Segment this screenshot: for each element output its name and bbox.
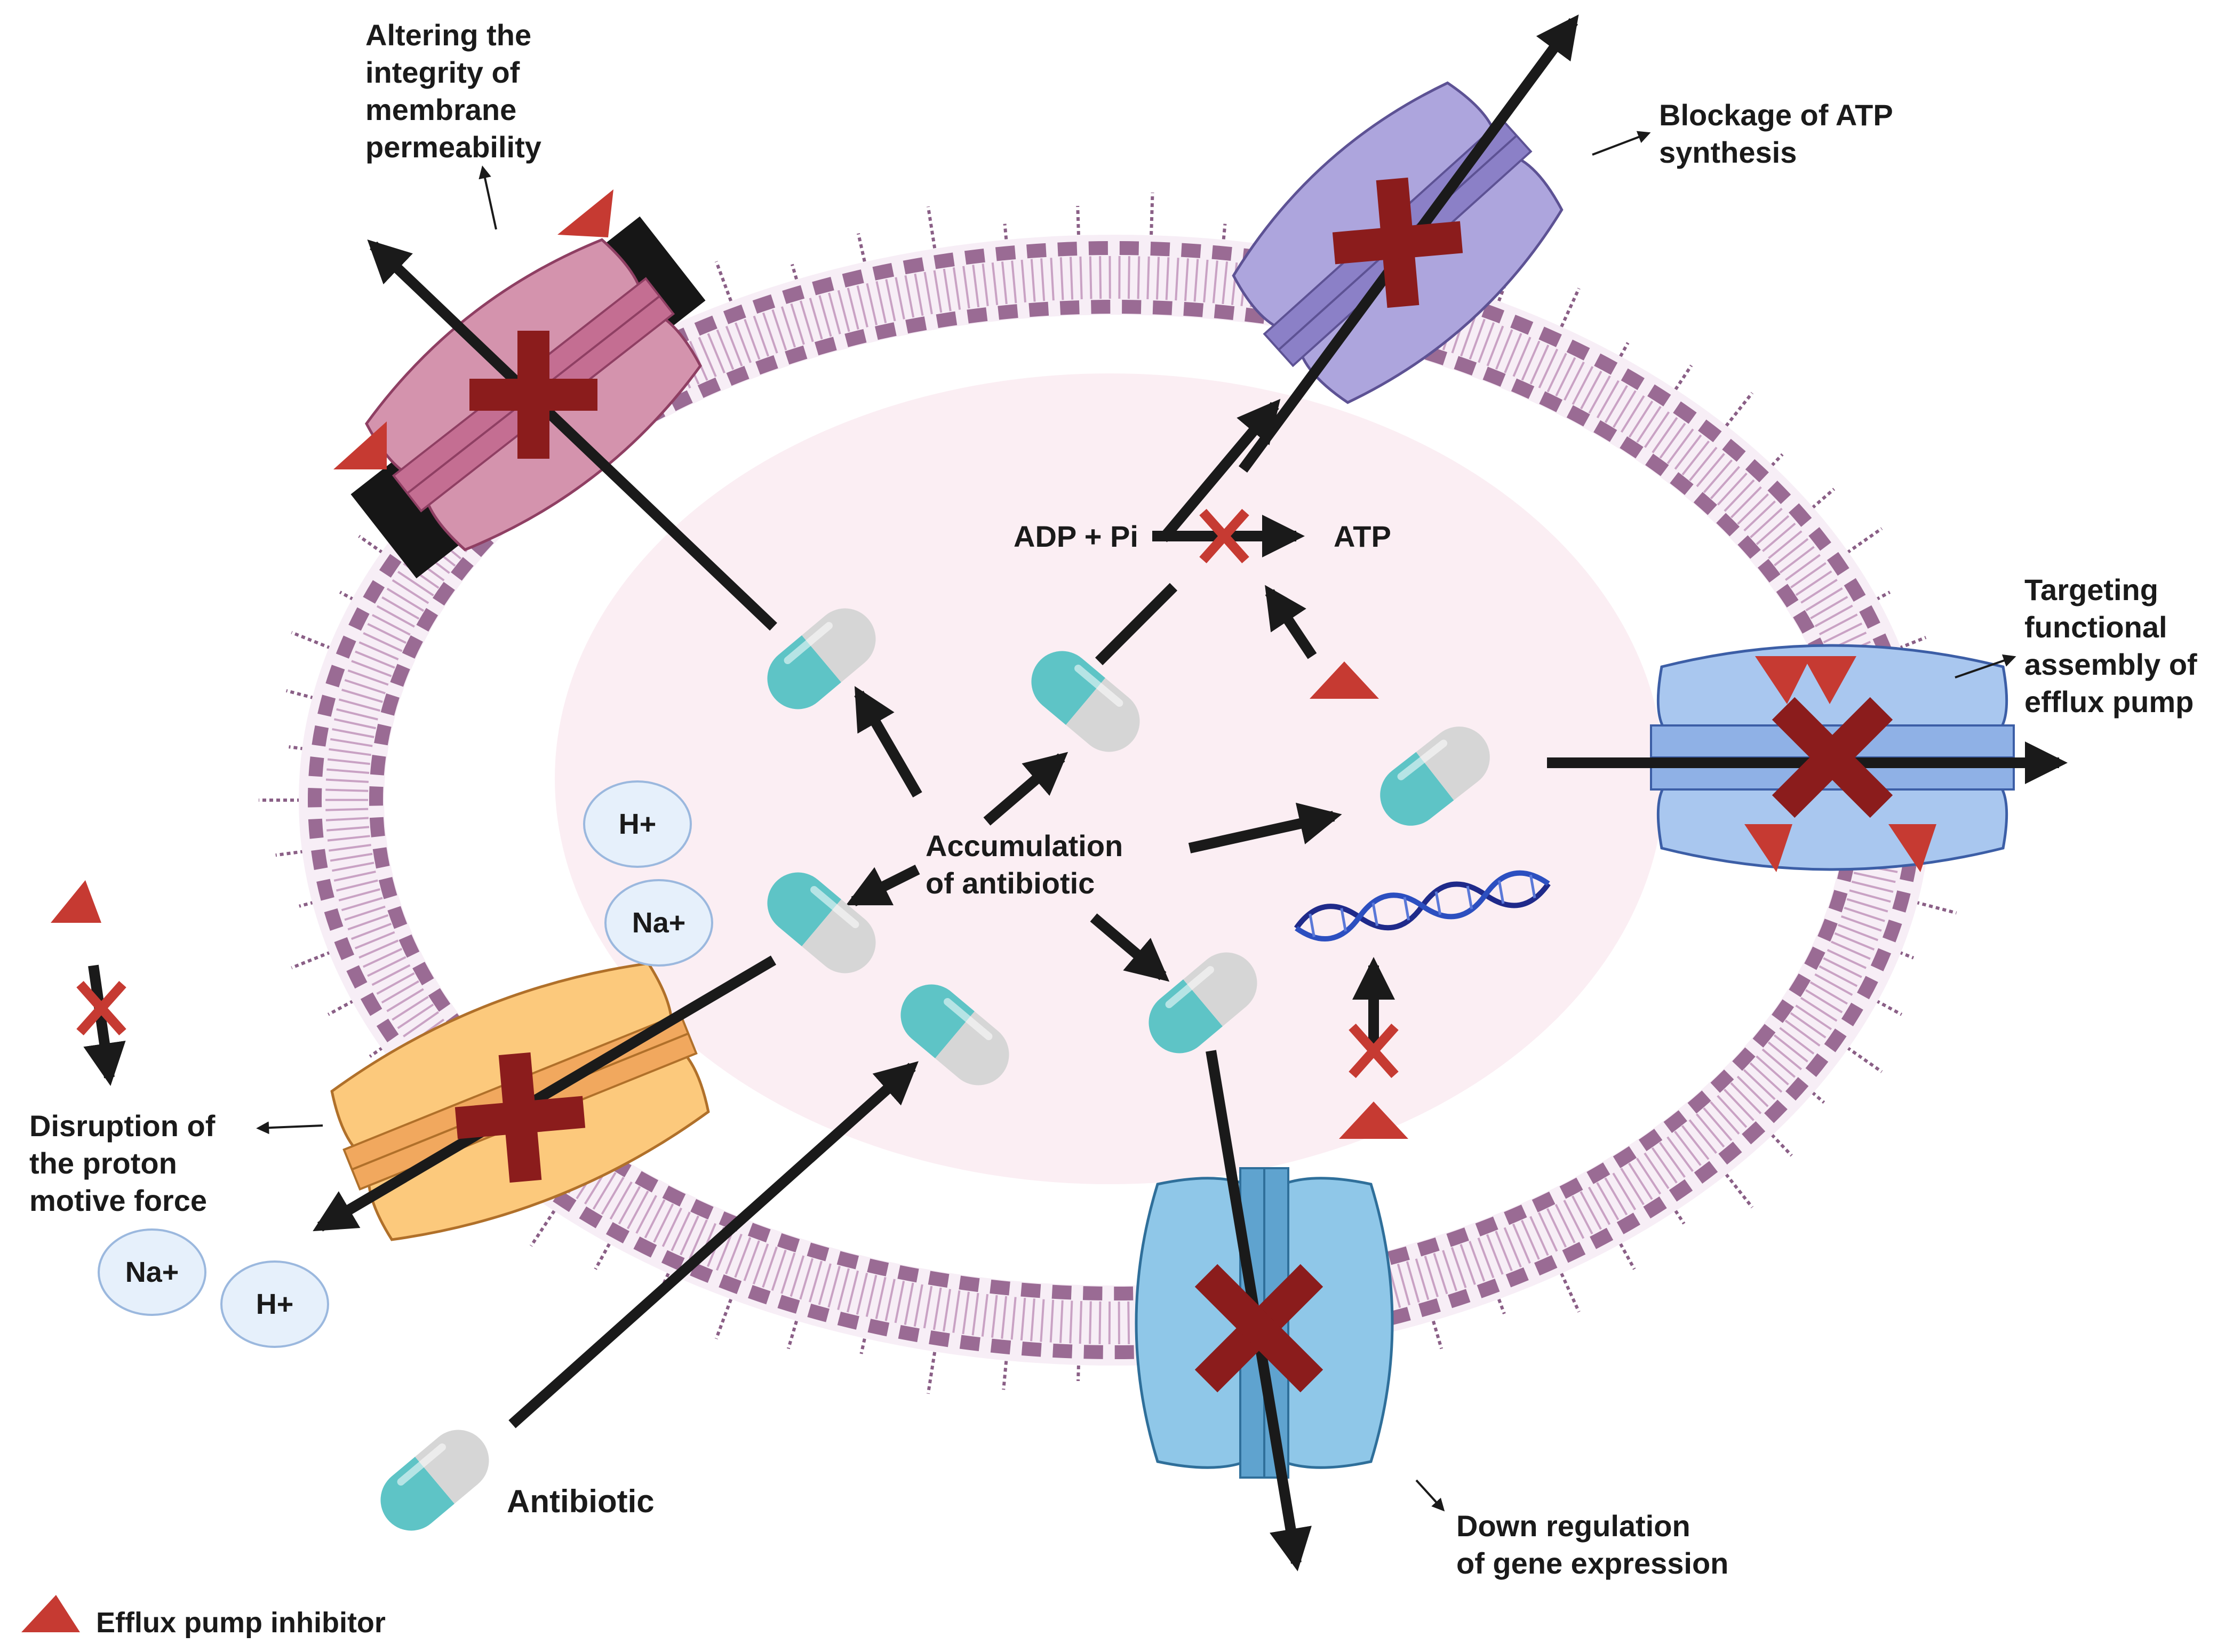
label-membrane-integrity-1: Altering the <box>365 18 531 52</box>
arrow-acc-to-left <box>846 865 920 906</box>
antibiotic-capsule <box>1031 651 1140 752</box>
arrow-proton-down <box>83 964 126 1086</box>
cross-sky <box>1194 1264 1323 1393</box>
antibiotic-capsule <box>380 1430 489 1531</box>
label-atp-blockage-1: Blockage of ATP <box>1659 98 1893 132</box>
label-proton-2: the proton <box>29 1146 177 1180</box>
cross-proton <box>76 981 126 1035</box>
label-targeting-4: efflux pump <box>2024 685 2194 719</box>
arrow-pink-out <box>367 239 777 631</box>
antibiotic-capsule <box>767 872 876 973</box>
cross-pink <box>469 331 597 459</box>
arrow-orange-out <box>313 955 777 1232</box>
ion-inside-na: Na+ <box>632 907 686 939</box>
antibiotic-capsule <box>767 608 876 709</box>
arrow-acc-to-upper <box>854 686 922 798</box>
cross-adp <box>1199 509 1249 563</box>
inhibitor-triangles <box>21 189 1936 1632</box>
ion-outside-na: Na+ <box>125 1256 179 1288</box>
dna-helix <box>1294 870 1551 941</box>
legend-triangle <box>21 1595 80 1632</box>
lipid-tail <box>1666 1198 1686 1225</box>
label-targeting-2: functional <box>2024 610 2167 644</box>
ion-outside-h: H+ <box>256 1288 294 1320</box>
lipid-tail <box>1492 1286 1506 1315</box>
legend-label: Efflux pump inhibitor <box>96 1607 386 1639</box>
cytoplasm <box>555 373 1664 1184</box>
cross-purple <box>1332 177 1463 308</box>
cross-orange <box>454 1052 586 1183</box>
label-targeting-1: Targeting <box>2024 573 2158 606</box>
lipid-tail <box>791 264 802 293</box>
label-membrane-integrity-3: membrane <box>365 93 516 126</box>
label-proton-1: Disruption of <box>29 1109 216 1143</box>
arrow-acc-to-mid <box>983 752 1068 826</box>
small-crosses <box>76 509 1399 1078</box>
lipid-tail <box>1612 342 1630 370</box>
arrow-antibiotic-in <box>508 1061 919 1428</box>
ion-inside-h: H+ <box>619 808 657 840</box>
label-targeting-3: assembly of <box>2024 648 2197 681</box>
ions: H+ Na+ Na+ H+ <box>98 780 713 1348</box>
lipid-tail <box>1221 224 1227 253</box>
arrow-atp-to-pump <box>1159 398 1281 542</box>
label-antibiotic: Antibiotic <box>507 1483 655 1519</box>
annotation-arrows <box>256 131 2016 1512</box>
label-accumulation-2: of antibiotic <box>926 866 1095 900</box>
cross-blue <box>1772 697 1893 818</box>
arrow-inhibitor-atp <box>1265 585 1317 659</box>
line-capsule-to-adp <box>1095 582 1178 666</box>
label-accumulation-1: Accumulation <box>926 829 1123 863</box>
label-atp-blockage-2: synthesis <box>1659 135 1797 169</box>
block-crosses <box>454 177 1893 1393</box>
antibiotic-capsule <box>1149 952 1257 1054</box>
label-gene-2: of gene expression <box>1456 1546 1728 1580</box>
antibiotic-capsule <box>900 984 1009 1086</box>
antibiotic-capsule <box>1380 727 1490 826</box>
lipid-tail <box>1761 453 1784 477</box>
cross-gene <box>1349 1024 1399 1078</box>
label-membrane-integrity-2: integrity of <box>365 55 520 89</box>
label-proton-3: motive force <box>29 1184 207 1217</box>
antibiotic-capsules <box>380 608 1490 1531</box>
arrow-acc-to-lower <box>1090 913 1170 982</box>
label-membrane-integrity-4: permeability <box>365 130 541 164</box>
arrow-acc-to-right <box>1188 802 1342 853</box>
lipid-tail <box>859 1324 870 1354</box>
lipid-tail <box>1003 224 1009 253</box>
label-adp: ADP + Pi <box>1014 520 1138 553</box>
label-atp: ATP <box>1334 520 1391 553</box>
label-gene-1: Down regulation <box>1456 1509 1690 1543</box>
lipid-tail <box>1076 1351 1081 1382</box>
labels: Altering the integrity of membrane perme… <box>29 18 2197 1639</box>
